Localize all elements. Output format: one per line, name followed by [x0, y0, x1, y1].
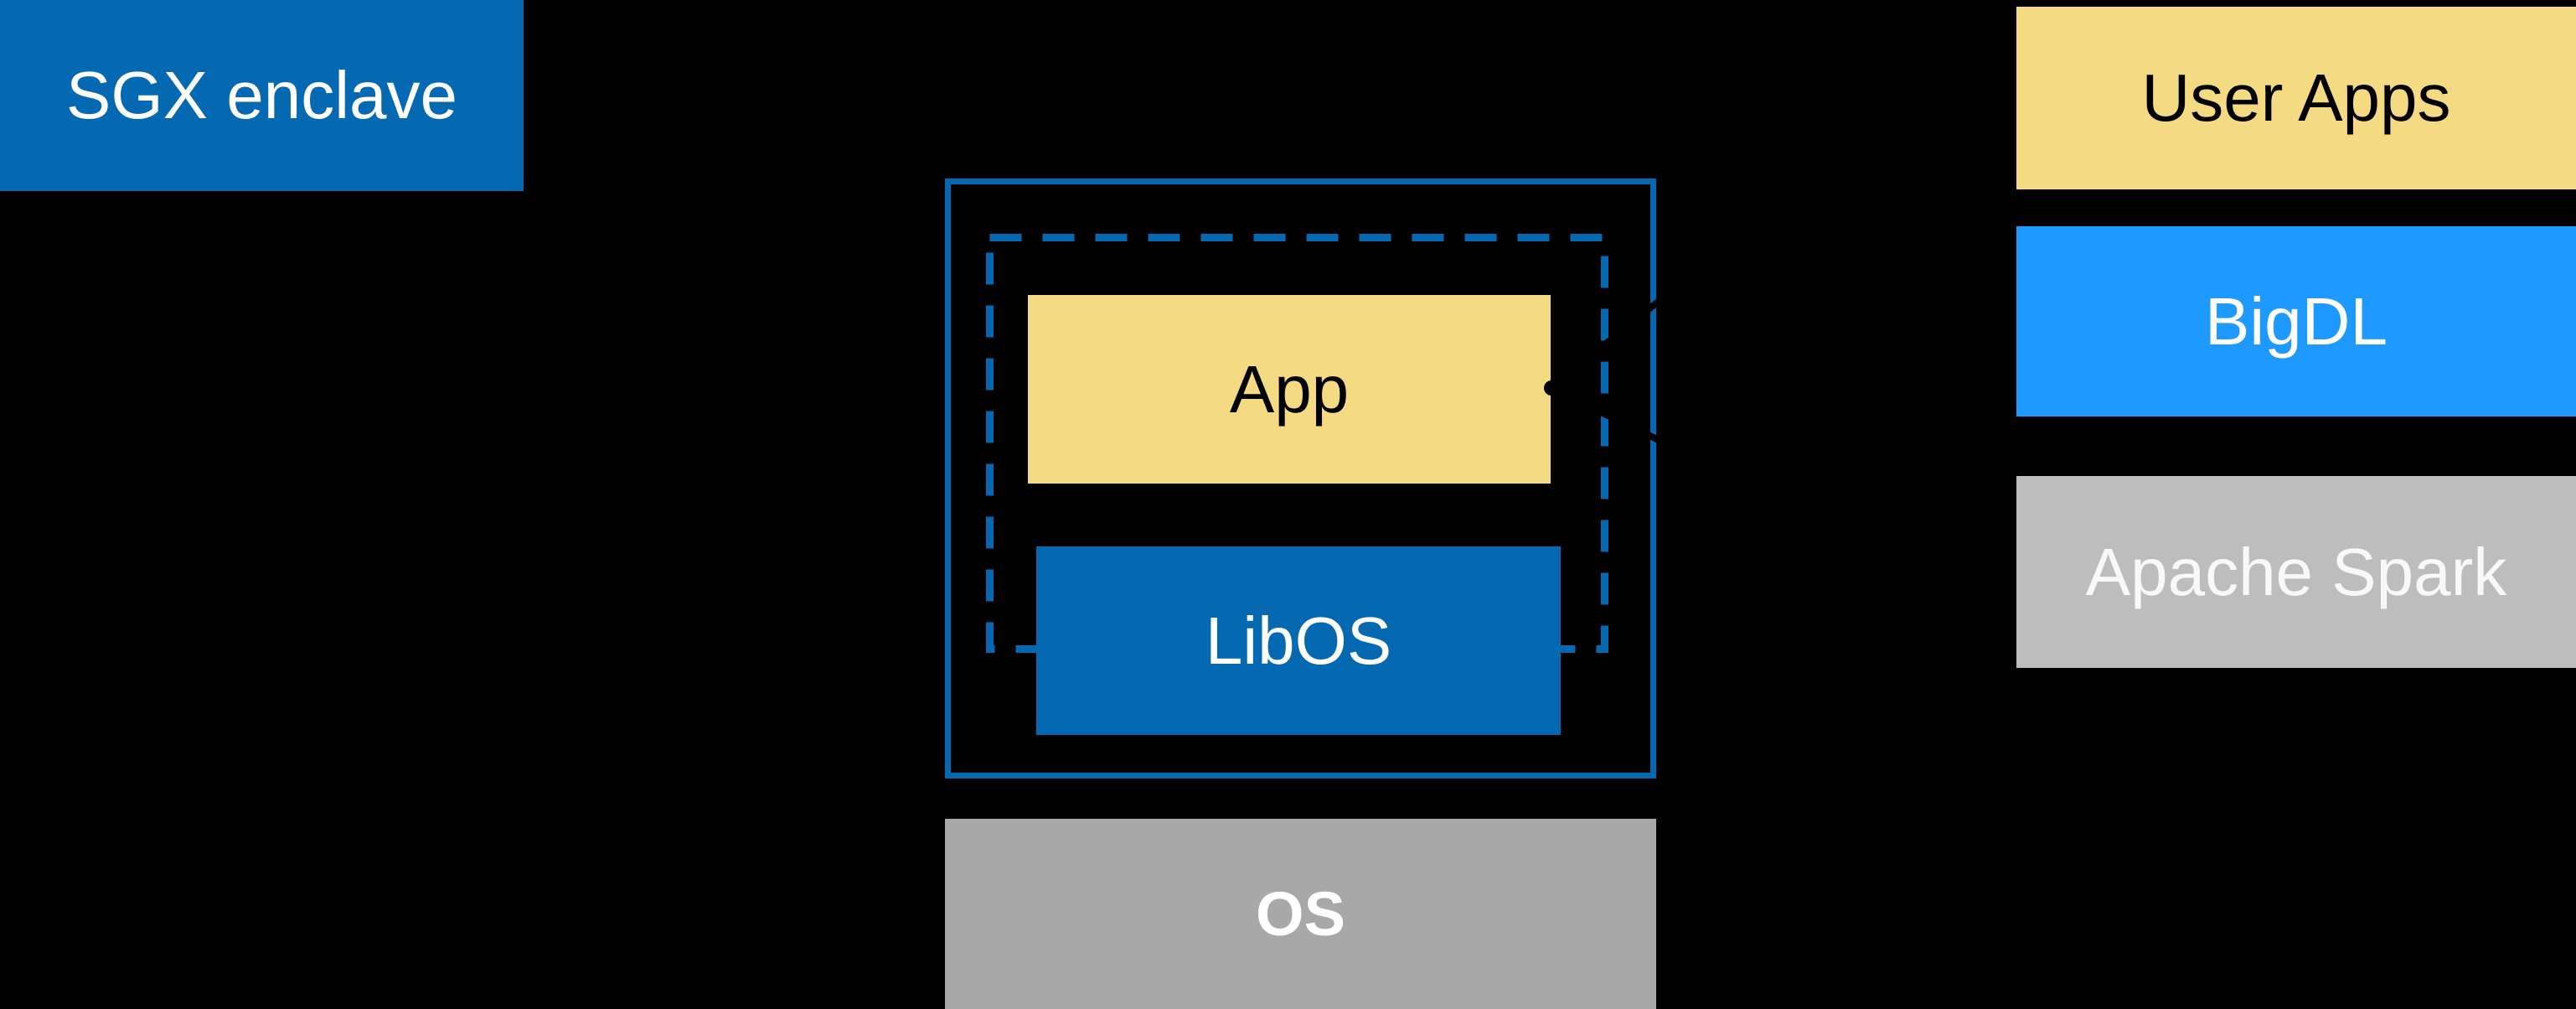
sgx-enclave-label: SGX enclave: [66, 58, 457, 132]
libos-label: LibOS: [1205, 603, 1392, 678]
os-label: OS: [1256, 878, 1345, 949]
libos-box: LibOS: [1036, 546, 1561, 735]
bigdl-box: BigDL: [2016, 226, 2576, 417]
bigdl-label: BigDL: [2205, 283, 2388, 359]
user-apps-box: User Apps: [2016, 7, 2576, 189]
user-apps-label: User Apps: [2141, 60, 2451, 135]
app-label: App: [1229, 351, 1350, 427]
apache-spark-box: Apache Spark: [2016, 476, 2576, 668]
sgx-enclave-box: SGX enclave: [0, 0, 524, 191]
sgx-pointer-dot: [516, 509, 529, 522]
app-box: App: [1028, 295, 1551, 484]
os-box: OS: [945, 819, 1656, 1009]
apache-spark-label: Apache Spark: [2085, 534, 2507, 609]
